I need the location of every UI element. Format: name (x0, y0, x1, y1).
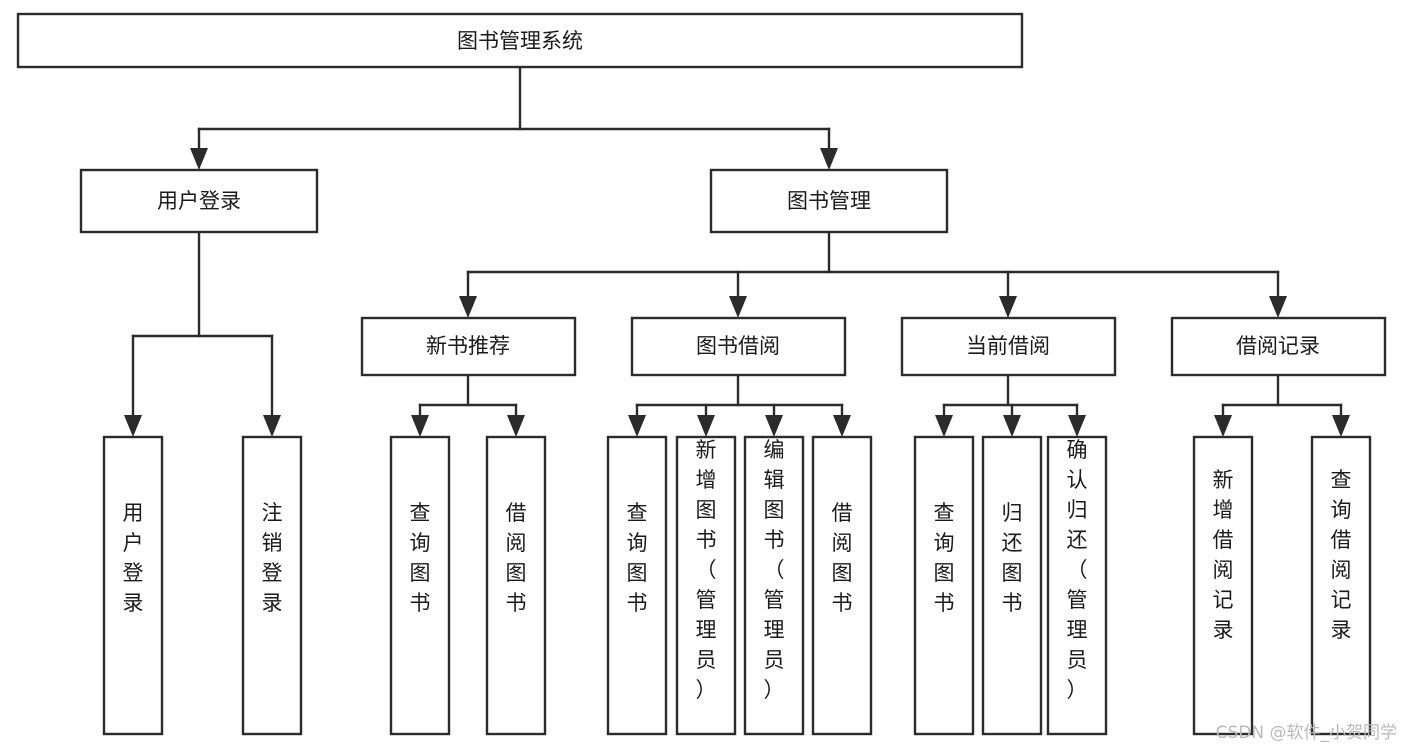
node-leaf-query-book-3[interactable]: 查询图书 (913, 435, 975, 736)
arrow-head-leaf-user-login (124, 415, 142, 437)
node-leaf-confirm-return-label: 确认归还（管理员） (1067, 438, 1088, 702)
node-leaf-query-book-1-label: 查询图书 (410, 501, 431, 615)
node-current-borrow-label: 当前借阅 (966, 334, 1050, 358)
node-book-manage-box[interactable] (709, 168, 949, 234)
node-user-login-label: 用户登录 (157, 189, 241, 213)
node-leaf-return-book[interactable]: 归还图书 (981, 435, 1043, 736)
arrow-head-leaf-edit-book (765, 415, 783, 437)
connector-group-book-borrow (628, 373, 851, 437)
node-leaf-user-logout[interactable]: 注销登录 (241, 435, 303, 736)
node-leaf-add-book[interactable]: 新增图书（管理员） (675, 435, 737, 736)
arrow-head-leaf-add-record (1214, 415, 1232, 437)
node-leaf-add-record-label: 新增借阅记录 (1213, 468, 1234, 642)
arrow-head-current-borrow (999, 296, 1017, 318)
arrow-head-borrow-record (1269, 296, 1287, 318)
node-leaf-query-book-1[interactable]: 查询图书 (389, 435, 451, 736)
arrow-head-leaf-add-book (697, 415, 715, 437)
node-borrow-record-box[interactable] (1170, 316, 1387, 377)
node-new-book-rec-label: 新书推荐 (426, 334, 510, 358)
arrow-head-leaf-borrow-book-1 (507, 415, 525, 437)
node-borrow-record[interactable]: 借阅记录 (1170, 316, 1387, 377)
arrow-head-leaf-query-book-2 (628, 415, 646, 437)
node-leaf-borrow-book-1-box[interactable] (485, 435, 547, 736)
arrow-head-leaf-user-logout (263, 415, 281, 437)
node-book-manage[interactable]: 图书管理 (709, 168, 949, 234)
node-leaf-borrow-book-1-label: 借阅图书 (506, 501, 527, 615)
csdn-watermark: CSDN @软件_小贺同学 (1215, 723, 1397, 743)
node-book-manage-label: 图书管理 (787, 189, 871, 213)
arrow-head-new-book-rec (459, 296, 477, 318)
arrow-head-leaf-query-book-1 (411, 415, 429, 437)
node-leaf-query-book-1-box[interactable] (389, 435, 451, 736)
node-root[interactable]: 图书管理系统 (16, 12, 1024, 69)
node-book-borrow-box[interactable] (630, 316, 847, 377)
node-leaf-edit-book[interactable]: 编辑图书（管理员） (743, 435, 805, 736)
node-leaf-query-book-3-label: 查询图书 (934, 501, 955, 615)
node-leaf-add-book-box[interactable] (675, 435, 737, 736)
connector-group-user-login (124, 230, 281, 437)
node-leaf-confirm-return[interactable]: 确认归还（管理员） (1046, 435, 1108, 736)
node-root-box[interactable] (16, 12, 1024, 69)
node-leaf-query-book-2[interactable]: 查询图书 (606, 435, 668, 736)
node-borrow-record-label: 借阅记录 (1236, 334, 1320, 358)
node-leaf-query-record[interactable]: 查询借阅记录 (1310, 435, 1372, 736)
node-leaf-add-record-box[interactable] (1192, 435, 1254, 736)
node-leaf-query-record-box[interactable] (1310, 435, 1372, 736)
node-leaf-query-book-3-box[interactable] (913, 435, 975, 736)
node-leaf-add-record[interactable]: 新增借阅记录 (1192, 435, 1254, 736)
node-leaf-edit-book-box[interactable] (743, 435, 805, 736)
node-leaf-return-book-label: 归还图书 (1002, 501, 1023, 615)
node-leaf-borrow-book-1[interactable]: 借阅图书 (485, 435, 547, 736)
node-root-label: 图书管理系统 (457, 29, 583, 53)
arrow-head-book-manage (820, 148, 838, 170)
node-leaf-query-book-2-box[interactable] (606, 435, 668, 736)
arrow-head-leaf-query-book-3 (935, 415, 953, 437)
node-book-borrow-label: 图书借阅 (696, 334, 780, 358)
node-leaf-query-book-2-label: 查询图书 (627, 501, 648, 615)
node-leaf-user-logout-label: 注销登录 (262, 501, 283, 615)
node-current-borrow-box[interactable] (900, 316, 1117, 377)
node-leaf-query-record-label: 查询借阅记录 (1331, 468, 1352, 642)
arrow-head-book-borrow (729, 296, 747, 318)
node-leaf-borrow-book-2[interactable]: 借阅图书 (811, 435, 873, 736)
node-leaf-add-book-label: 新增图书（管理员） (696, 438, 717, 702)
node-leaf-user-login-box[interactable] (102, 435, 164, 736)
connector-group-current-borrow (935, 373, 1086, 437)
arrow-head-leaf-query-record (1332, 415, 1350, 437)
connector-group-borrow-record (1214, 373, 1350, 437)
connector-group-new-book-rec (411, 373, 525, 437)
node-leaf-user-logout-box[interactable] (241, 435, 303, 736)
node-new-book-rec-box[interactable] (360, 316, 577, 377)
node-book-borrow[interactable]: 图书借阅 (630, 316, 847, 377)
node-leaf-edit-book-label: 编辑图书（管理员） (764, 438, 785, 702)
node-user-login-box[interactable] (79, 168, 319, 234)
arrow-head-user-login (190, 148, 208, 170)
connector-group-book-manage (459, 230, 1287, 318)
node-new-book-rec[interactable]: 新书推荐 (360, 316, 577, 377)
node-user-login[interactable]: 用户登录 (79, 168, 319, 234)
node-leaf-borrow-book-2-box[interactable] (811, 435, 873, 736)
arrow-head-leaf-borrow-book-2 (833, 415, 851, 437)
arrow-head-leaf-return-book (1003, 415, 1021, 437)
node-leaf-return-book-box[interactable] (981, 435, 1043, 736)
node-leaf-user-login[interactable]: 用户登录 (102, 435, 164, 736)
node-leaf-user-login-label: 用户登录 (123, 501, 144, 615)
node-leaf-borrow-book-2-label: 借阅图书 (832, 501, 853, 615)
arrow-head-leaf-confirm-return (1068, 415, 1086, 437)
connector-group-root (190, 65, 838, 170)
node-leaf-confirm-return-box[interactable] (1046, 435, 1108, 736)
node-current-borrow[interactable]: 当前借阅 (900, 316, 1117, 377)
